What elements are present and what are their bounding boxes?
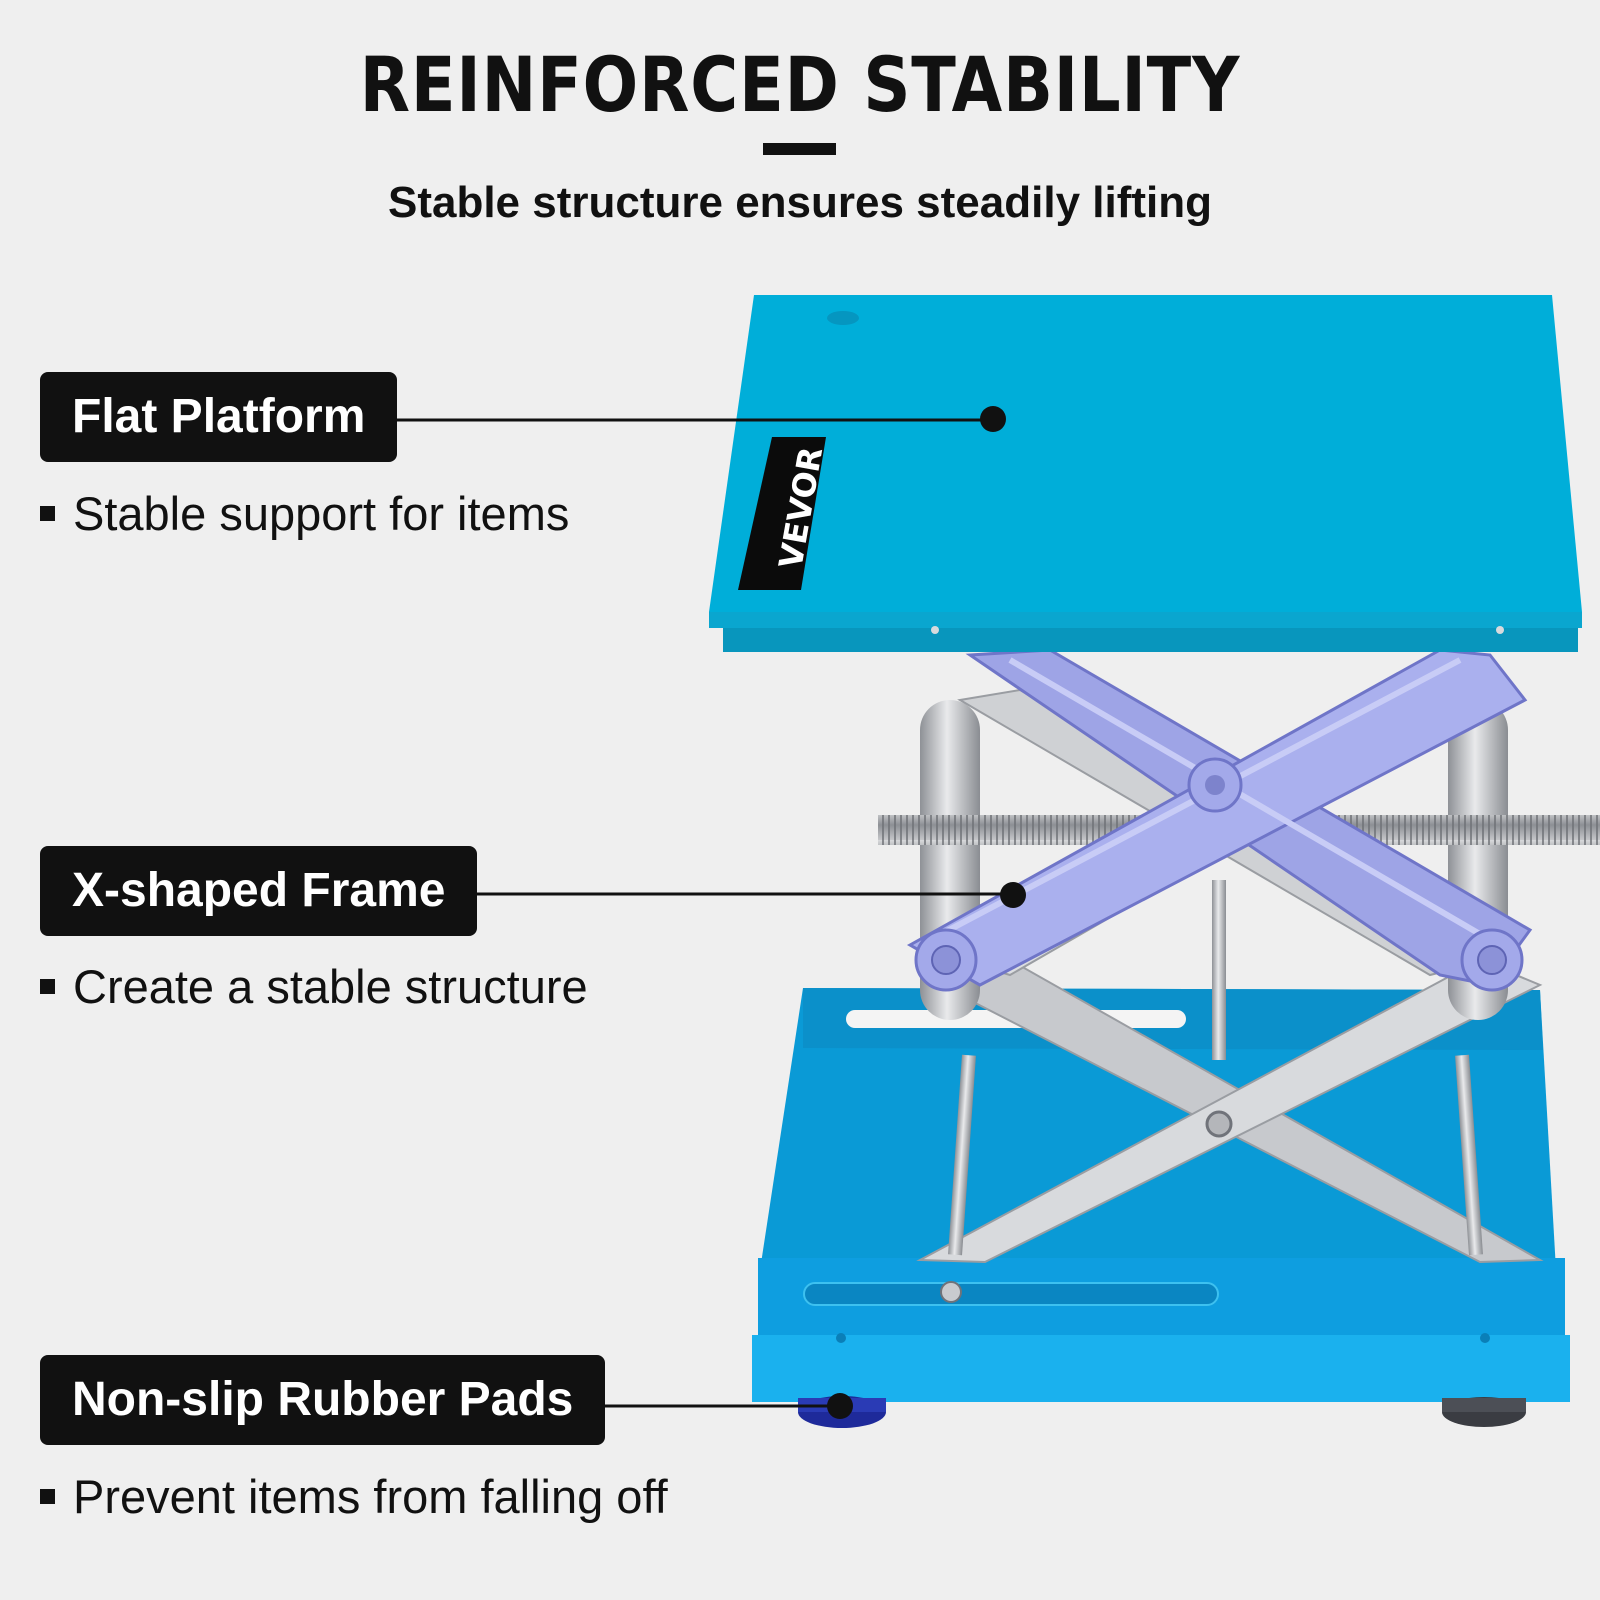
feature-label-rubber-pads: Non-slip Rubber Pads	[40, 1355, 606, 1445]
page-subtitle: Stable structure ensures steadily liftin…	[387, 178, 1212, 227]
lower-frame	[916, 880, 1544, 1303]
vevor-logo	[738, 437, 826, 590]
title-underline	[763, 143, 836, 155]
feature-description-flat-platform: Stable support for items	[40, 490, 569, 537]
feature-description-text: Stable support for items	[73, 487, 570, 540]
feature-description-rubber-pads: Prevent items from falling off	[40, 1473, 668, 1520]
feature-label-x-shaped-frame: X-shaped Frame	[40, 846, 478, 936]
bullet-square-icon	[40, 979, 55, 995]
feature-description-text: Prevent items from falling off	[73, 1470, 668, 1523]
platform-callout-dot	[980, 406, 1006, 432]
bullet-square-icon	[40, 506, 55, 522]
feature-label-flat-platform: Flat Platform	[40, 372, 398, 462]
pads-callout-dot	[827, 1393, 853, 1419]
feature-description-x-shaped-frame: Create a stable structure	[40, 963, 588, 1010]
page-title: REINFORCED STABILITY	[359, 40, 1241, 129]
flat-platform: VEVOR	[709, 295, 1582, 652]
callout-lines	[395, 406, 1026, 1419]
bullet-square-icon	[40, 1489, 55, 1505]
frame-callout-dot	[1000, 882, 1026, 908]
feature-description-text: Create a stable structure	[73, 960, 588, 1013]
